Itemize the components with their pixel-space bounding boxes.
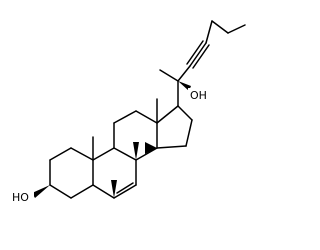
angular-methyls xyxy=(92,98,158,161)
stereo-bonds xyxy=(32,81,191,198)
wedge-bond xyxy=(32,185,50,198)
wedge-bond xyxy=(111,180,117,198)
side-chain xyxy=(159,20,246,107)
wedge-bond xyxy=(133,142,139,160)
ring-b xyxy=(92,147,137,199)
double-bond-line xyxy=(116,182,134,194)
svg-text:HO: HO xyxy=(12,191,29,204)
wedge-bond xyxy=(178,81,191,91)
wedge-bond xyxy=(145,142,157,154)
ring-a xyxy=(49,147,94,199)
hydroxyl-ring-label: HO xyxy=(10,190,34,204)
ring-c xyxy=(113,110,158,161)
ring-d xyxy=(156,105,193,149)
structural-formula: HO OH xyxy=(10,20,246,204)
hydroxyl-chain-label: OH xyxy=(188,88,212,102)
svg-text:OH: OH xyxy=(190,89,207,102)
